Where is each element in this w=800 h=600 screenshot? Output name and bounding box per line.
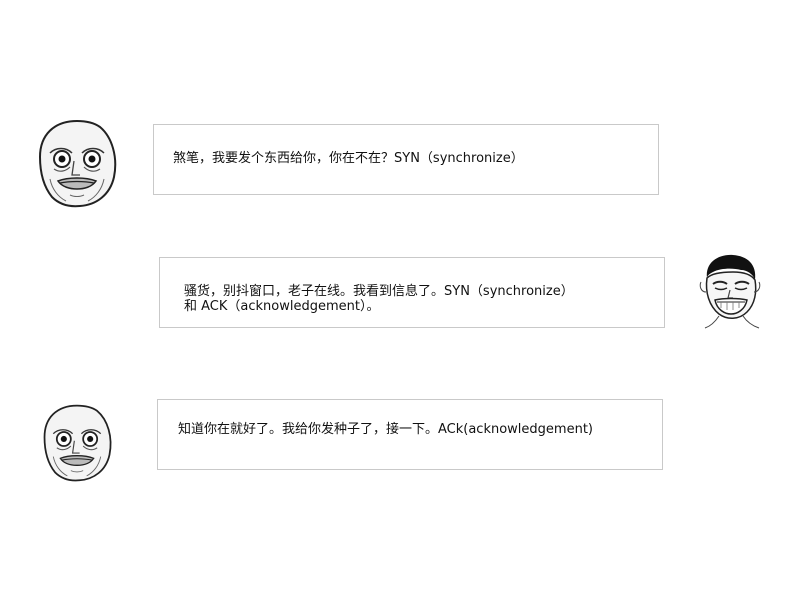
message-text: 煞笔，我要发个东西给你，你在不在？SYN（synchronize） [173,151,524,166]
message-text-line-2: 和 ACK（acknowledgement）。 [184,299,380,314]
me-gusta-face-icon [41,400,113,485]
message-bubble-3: 知道你在就好了。我给你发种子了，接一下。ACk(acknowledgement) [157,399,663,470]
message-text: 知道你在就好了。我给你发种子了，接一下。ACk(acknowledgement) [178,422,593,437]
message-bubble-1: 煞笔，我要发个东西给你，你在不在？SYN（synchronize） [153,124,659,195]
message-text-line-1: 骚货，别抖窗口，老子在线。我看到信息了。SYN（synchronize） [184,284,574,299]
message-bubble-2: 骚货，别抖窗口，老子在线。我看到信息了。SYN（synchronize） 和 A… [159,257,665,328]
me-gusta-face-icon [36,117,118,209]
yao-ming-face-icon [697,252,763,330]
